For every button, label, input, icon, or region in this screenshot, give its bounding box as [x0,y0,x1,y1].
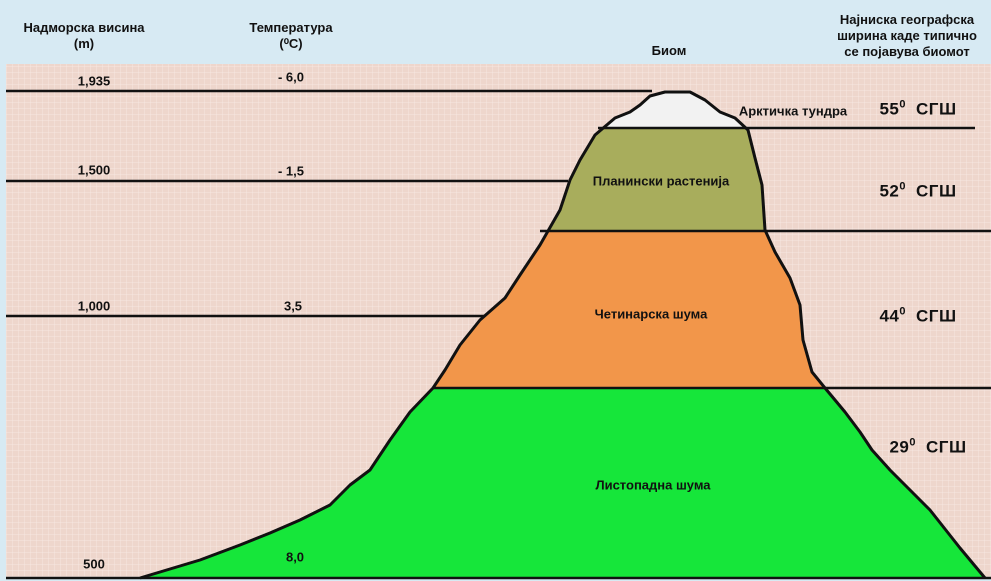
biome-header: Биом [651,43,687,58]
degree-mark: 0 [909,436,917,449]
degree-mark: 0 [899,98,907,111]
temperature-label: 3,5 [283,298,303,314]
degree-mark: 0 [899,180,907,193]
biome-label-alpine: Планински растенија [592,173,730,189]
elevation-label: 1,500 [77,162,111,178]
biome-label-tundra: Арктичка тундра [738,103,848,119]
latitude-header-line2: ширина каде типично [837,28,977,43]
temperature-header-line1: Температура [249,20,333,35]
latitude-label-coniferous: 440 СГШ [879,306,956,327]
latitude-label-tundra: 550 СГШ [879,99,956,120]
temperature-label: - 6,0 [277,69,305,85]
latitude-unit: СГШ [926,437,967,457]
temperature-label: 8,0 [285,549,305,565]
elevation-header-line2: (m) [73,36,95,51]
elevation-header-line1: Надморска висина [23,20,145,35]
temperature-header: Температура (⁰C) [249,20,332,52]
biome-label-coniferous: Четинарска шума [594,306,708,322]
latitude-label-alpine: 520 СГШ [879,181,956,202]
latitude-degrees: 29 [889,437,910,457]
latitude-header-line3: се појавува биомот [844,44,970,59]
latitude-header: Најниска географска ширина каде типично … [837,12,977,60]
latitude-unit: СГШ [916,306,957,326]
elevation-label: 500 [83,556,105,572]
biome-label-deciduous: Листопадна шума [595,477,711,493]
temperature-label: - 1,5 [277,163,305,179]
elevation-label: 1,000 [77,298,111,314]
mountain-outline [139,90,987,580]
latitude-degrees: 52 [879,181,900,201]
latitude-unit: СГШ [916,181,957,201]
elevation-label: 1,935 [77,73,111,89]
latitude-header-line1: Најниска географска [839,12,975,27]
temperature-header-line2: (⁰C) [279,36,303,51]
latitude-degrees: 44 [879,306,900,326]
degree-mark: 0 [899,305,907,318]
latitude-label-deciduous: 290 СГШ [889,437,966,458]
elevation-header: Надморска висина (m) [23,20,144,52]
latitude-unit: СГШ [916,99,957,119]
latitude-degrees: 55 [879,99,900,119]
